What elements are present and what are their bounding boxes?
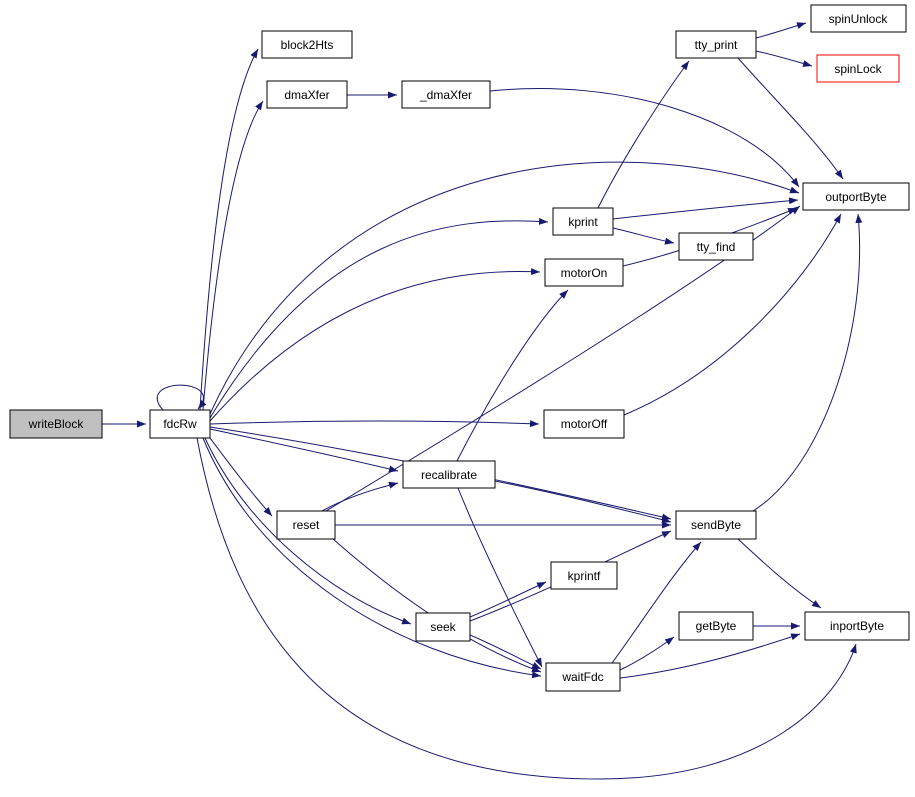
node-outportByte[interactable]: outportByte <box>802 182 910 211</box>
node-fdcRw-box[interactable] <box>149 409 211 439</box>
edge-waitFdc-inportByte <box>619 633 801 679</box>
node-dmaXfer-box[interactable] <box>266 80 348 109</box>
node-layer: writeBlock fdcRw block2Hts dmaXfer _dmaX… <box>9 4 910 692</box>
edge-tty_print-spinUnlock <box>755 22 807 39</box>
node-dmaXfer-label[interactable]: dmaXfer <box>284 88 329 102</box>
node-inportByte-box[interactable] <box>804 611 910 641</box>
node-block2Hts-box[interactable] <box>261 30 353 59</box>
node-tty_print-box[interactable] <box>675 30 757 59</box>
edge-seek-waitFdc <box>469 634 542 670</box>
edge-fdcRw-reset <box>206 433 273 517</box>
edge-reset-waitFdc <box>332 538 542 673</box>
edge-kprint-tty_print <box>597 60 690 209</box>
node-fdcRw-label[interactable]: fdcRw <box>163 417 197 431</box>
edge-tty_print-outportByte <box>737 57 844 180</box>
node-reset-label[interactable]: reset <box>293 518 320 532</box>
edge-fdcRw-self-loop <box>156 384 207 411</box>
node-motorOn[interactable]: motorOn <box>544 258 624 287</box>
node-sendByte-label[interactable]: sendByte <box>691 518 741 532</box>
edge-layer <box>102 22 863 780</box>
node-dmaXfer[interactable]: dmaXfer <box>266 80 348 109</box>
node-spinUnlock-box[interactable] <box>810 4 907 33</box>
node-writeBlock: writeBlock <box>9 409 103 439</box>
edge-fdcRw-recalibrate <box>209 428 399 473</box>
node-writeBlock-box <box>9 409 103 439</box>
edge-fdcRw-seek <box>204 437 412 625</box>
node-spinLock[interactable]: spinLock <box>816 54 900 83</box>
node-tty_find-label[interactable]: tty_find <box>697 240 736 254</box>
node-writeBlock-label: writeBlock <box>28 417 85 431</box>
node-motorOff-box[interactable] <box>543 409 625 439</box>
edge-fdcRw-motorOn <box>209 268 541 422</box>
edge-_dmaXfer-outportByte <box>489 88 800 188</box>
node-getByte[interactable]: getByte <box>678 611 754 641</box>
node-reset[interactable]: reset <box>276 510 336 540</box>
node-motorOn-label[interactable]: motorOn <box>561 266 608 280</box>
edge-waitFdc-sendByte <box>611 541 702 664</box>
edge-kprint-outportByte <box>612 197 799 220</box>
node-getByte-label[interactable]: getByte <box>696 619 737 633</box>
node-tty_find-box[interactable] <box>678 232 754 261</box>
edge-seek-kprintf <box>469 581 547 618</box>
node-kprintf-label[interactable]: kprintf <box>568 569 601 583</box>
node-spinUnlock-label[interactable]: spinUnlock <box>829 12 889 26</box>
node-spinLock-box[interactable] <box>816 54 900 83</box>
node-waitFdc-box[interactable] <box>545 662 621 692</box>
edge-fdcRw-block2Hts <box>199 48 259 411</box>
node-seek[interactable]: seek <box>415 612 471 642</box>
node-inportByte[interactable]: inportByte <box>804 611 910 641</box>
node-motorOff[interactable]: motorOff <box>543 409 625 439</box>
node-block2Hts[interactable]: block2Hts <box>261 30 353 59</box>
edge-motorOff-outportByte <box>623 213 842 416</box>
node-tty_print-label[interactable]: tty_print <box>695 38 738 52</box>
node-inportByte-label[interactable]: inportByte <box>830 619 884 633</box>
edge-sendByte-inportByte <box>737 538 822 609</box>
node-_dmaXfer[interactable]: _dmaXfer <box>401 80 491 109</box>
edge-sendByte-outportByte <box>752 213 863 512</box>
node-_dmaXfer-label[interactable]: _dmaXfer <box>419 88 472 102</box>
node-spinUnlock[interactable]: spinUnlock <box>810 4 907 33</box>
node-reset-box[interactable] <box>276 510 336 540</box>
node-sendByte-box[interactable] <box>675 510 757 540</box>
node-recalibrate[interactable]: recalibrate <box>402 460 496 489</box>
node-seek-box[interactable] <box>415 612 471 642</box>
node-tty_print[interactable]: tty_print <box>675 30 757 59</box>
edge-reset-recalibrate <box>321 481 399 512</box>
node-waitFdc-label[interactable]: waitFdc <box>561 670 603 684</box>
node-motorOff-label[interactable]: motorOff <box>561 417 608 431</box>
node-block2Hts-label[interactable]: block2Hts <box>281 38 334 52</box>
edge-waitFdc-getByte <box>619 636 675 671</box>
node-seek-label[interactable]: seek <box>430 620 456 634</box>
edge-recalibrate-sendByte <box>494 480 672 524</box>
edge-fdcRw-dmaXfer <box>202 100 264 411</box>
edge-tty_print-spinLock <box>755 50 813 67</box>
edge-kprint-tty_find <box>612 227 675 245</box>
node-recalibrate-box[interactable] <box>402 460 496 489</box>
node-fdcRw[interactable]: fdcRw <box>149 409 211 439</box>
node-getByte-box[interactable] <box>678 611 754 641</box>
node-outportByte-label[interactable]: outportByte <box>825 190 887 204</box>
node-kprint-label[interactable]: kprint <box>568 215 598 229</box>
edge-fdcRw-waitFdc <box>202 437 542 679</box>
node-motorOn-box[interactable] <box>544 258 624 287</box>
edge-fdcRw-motorOff <box>209 420 540 428</box>
edge-recalibrate-motorOn <box>456 289 569 462</box>
node-kprint[interactable]: kprint <box>552 207 614 236</box>
node-recalibrate-label[interactable]: recalibrate <box>421 468 477 482</box>
node-outportByte-box[interactable] <box>802 182 910 211</box>
node-tty_find[interactable]: tty_find <box>678 232 754 261</box>
edge-recalibrate-waitFdc <box>457 487 543 668</box>
edge-fdcRw-kprint <box>209 217 549 419</box>
node-kprintf[interactable]: kprintf <box>550 561 618 590</box>
edge-fdcRw-outportByte <box>209 161 800 415</box>
node-kprintf-box[interactable] <box>550 561 618 590</box>
edge-fdcRw-inportByte <box>196 437 857 780</box>
node-kprint-box[interactable] <box>552 207 614 236</box>
node-spinLock-label[interactable]: spinLock <box>834 62 882 76</box>
node-sendByte[interactable]: sendByte <box>675 510 757 540</box>
node-waitFdc[interactable]: waitFdc <box>545 662 621 692</box>
node-_dmaXfer-box[interactable] <box>401 80 491 109</box>
